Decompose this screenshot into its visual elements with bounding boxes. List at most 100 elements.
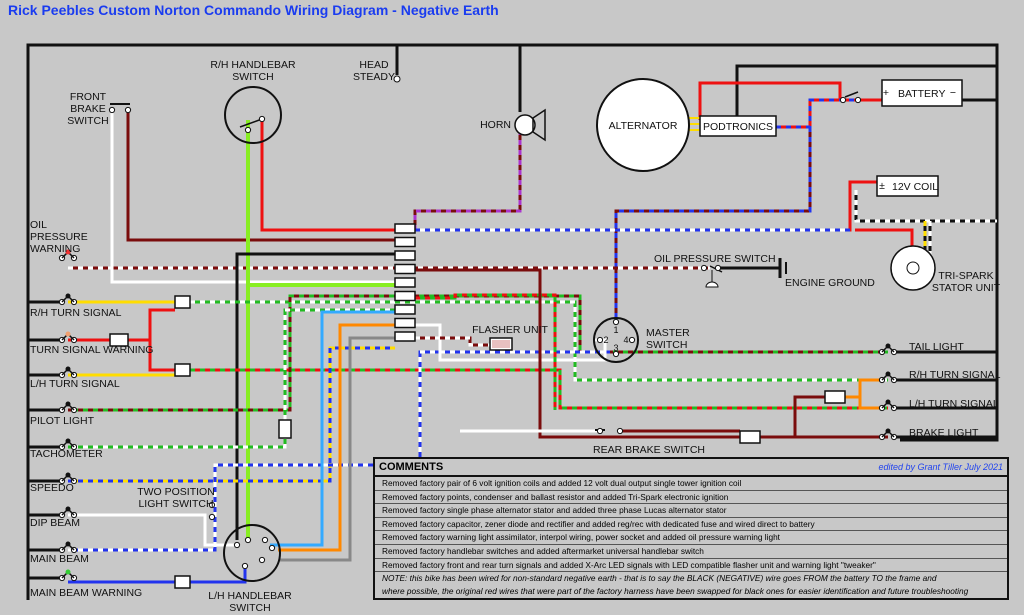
credit: edited by Grant Tiller July 2021 [878,462,1003,472]
wire [415,268,740,439]
front-brake-switch-label: SWITCH [67,115,108,127]
head-steady-label: STEADY [353,71,395,83]
comment-row: Removed factory capacitor, zener diode a… [375,518,1007,532]
terminal [628,336,636,344]
flasher-fill [492,340,510,348]
connector-block [394,223,416,234]
fuse [824,390,846,404]
master-terminal-label: 1 [613,325,618,335]
wire [110,110,395,284]
podtronics-label: PODTRONICS [703,121,773,133]
left-lamp-label: DIP BEAM [30,517,80,529]
wire [190,568,247,584]
master-switch-label: MASTER [646,327,690,339]
note-row: NOTE: this bike has been wired for non-s… [382,573,937,584]
wire [128,308,175,342]
left-lamp-label: MAIN BEAM WARNING [30,587,142,599]
bulb-icon [65,472,71,478]
front-brake-switch-label: FRONT [70,91,107,103]
left-lamp-label: TURN SIGNAL WARNING [30,344,153,356]
flasher-unit-label: FLASHER UNIT [472,324,548,336]
right-lamp-label: BRAKE LIGHT [909,427,979,439]
two-position-light-switch-label: TWO POSITION [137,486,215,498]
connector-block [394,277,416,288]
warning-tweaker [109,333,129,347]
wire [413,130,522,230]
terminal [714,264,722,272]
engine-ground-label: ENGINE GROUND [785,277,875,289]
lh-handlebar-switch-label: SWITCH [229,602,270,614]
wire [278,323,395,552]
wire-tracer [68,346,395,483]
wire-tracer [68,294,888,412]
bulb-icon [65,438,71,444]
wire-tracer [415,293,557,410]
wire [148,340,175,372]
bulb-icon [885,343,891,349]
bulb-icon [65,366,71,372]
comment-row: Removed factory single phase alternator … [375,504,1007,518]
tri-spark-stator [890,245,936,291]
oil-switch-sender [705,281,719,288]
terminal [612,350,620,358]
wire [415,323,607,362]
wire [415,180,877,232]
terminal [612,318,620,326]
left-lamp-label: R/H TURN SIGNAL [30,307,122,319]
comment-row: Removed factory pair of 6 volt ignition … [375,477,1007,491]
wire-tracer [776,98,855,129]
wire [858,397,880,410]
bulb-icon [65,331,71,337]
rh-handlebar-switch [224,86,282,144]
coil-terminals-icon: ± [879,180,885,192]
terminal [596,336,604,344]
comment-row: Removed factory warning light assimilato… [375,531,1007,545]
podtronics-box [699,115,777,137]
wire-tracer [614,127,812,318]
components [58,75,963,589]
alternator [596,78,690,172]
bulb-icon [65,506,71,512]
wire [845,378,880,399]
wire-tracer [190,368,888,410]
battery-negative-icon: − [950,87,956,99]
terminal [258,115,266,123]
wire [126,110,395,242]
wire [776,98,855,129]
battery-box [881,79,963,107]
wire [68,346,395,483]
fuse [844,91,859,98]
terminal [854,96,862,104]
rear-brake-switch-label: REAR BRAKE SWITCH [593,444,705,456]
terminal [208,501,216,509]
horn-icon [514,114,536,136]
connector-block [394,250,416,261]
terminal [124,106,132,114]
connector-block [394,263,416,275]
connector-block [394,317,416,329]
terminal [233,541,241,549]
wire [68,513,237,547]
comment-row: Removed factory handlebar switches and a… [375,545,1007,559]
bulb-icon [65,249,71,255]
resistor [174,363,191,377]
master-switch-label: SWITCH [646,339,687,351]
wire [735,64,997,120]
coil-box [876,175,939,197]
head-steady-label: HEAD [359,59,389,71]
master-switch [593,317,639,363]
comment-row: Removed factory front and rear turn sign… [375,559,1007,573]
page-title: Rick Peebles Custom Norton Commando Wiri… [8,2,499,18]
terminal [244,126,252,134]
switch-lever [239,118,263,128]
resistor [278,419,292,439]
connector-block [394,236,416,248]
terminal [241,562,249,570]
wire-tracer [415,336,490,347]
bulb-icon [65,569,71,575]
alternator-label: ALTERNATOR [609,120,678,132]
wire [280,336,395,562]
wire [26,43,999,600]
